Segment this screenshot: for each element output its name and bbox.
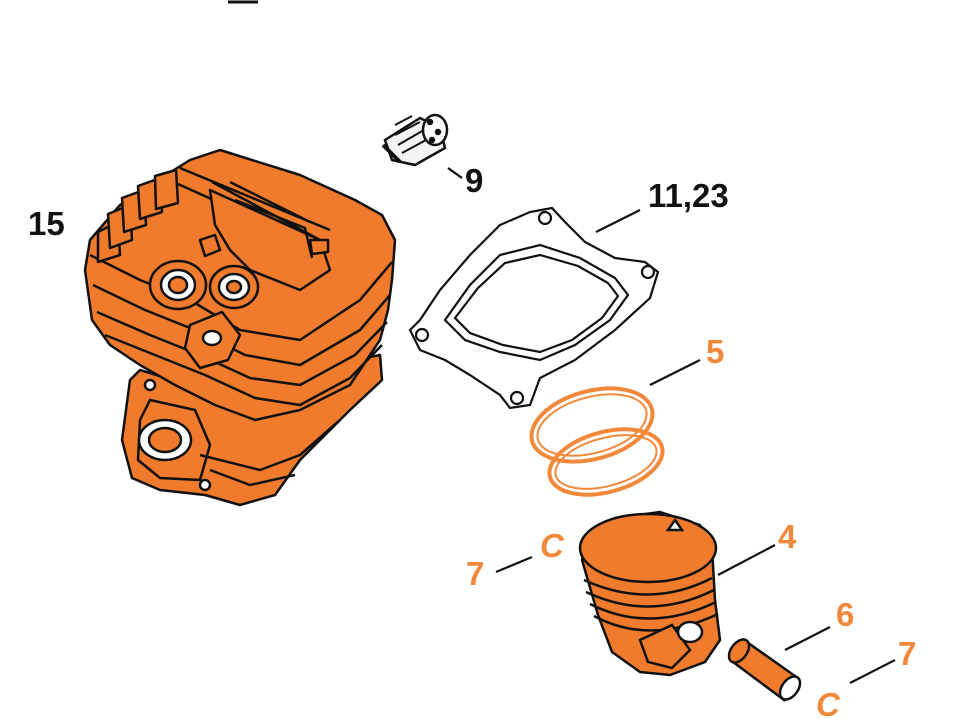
- circlip-left-part[interactable]: C: [540, 527, 565, 564]
- leader-6: [784, 626, 831, 651]
- circlip-left-glyph: C: [540, 527, 565, 564]
- callout-15: 15: [28, 205, 65, 242]
- circlip-right-part[interactable]: C: [816, 686, 841, 719]
- callout-7-right: 7: [898, 635, 916, 672]
- leader-11-23: [595, 209, 641, 233]
- callout-6: 6: [836, 596, 854, 633]
- cylinder-gasket-part[interactable]: [408, 206, 660, 410]
- decompression-valve-part[interactable]: [381, 113, 449, 167]
- cylinder-part[interactable]: [83, 148, 397, 507]
- callout-4: 4: [778, 518, 797, 555]
- leader-5: [649, 359, 701, 386]
- piston-part[interactable]: [578, 510, 722, 677]
- callout-9: 9: [465, 162, 483, 199]
- callout-5: 5: [706, 333, 724, 370]
- leader-7-left: [495, 555, 533, 574]
- leader-lines: [447, 167, 896, 684]
- piston-rings-part[interactable]: [523, 376, 669, 506]
- leader-9: [447, 167, 463, 179]
- callout-7-left: 7: [466, 555, 484, 592]
- leader-4: [717, 544, 776, 576]
- leader-7-right: [849, 659, 896, 684]
- piston-pin-part[interactable]: [725, 636, 804, 703]
- circlip-right-glyph: C: [816, 686, 841, 719]
- callout-11-23: 11,23: [648, 177, 729, 214]
